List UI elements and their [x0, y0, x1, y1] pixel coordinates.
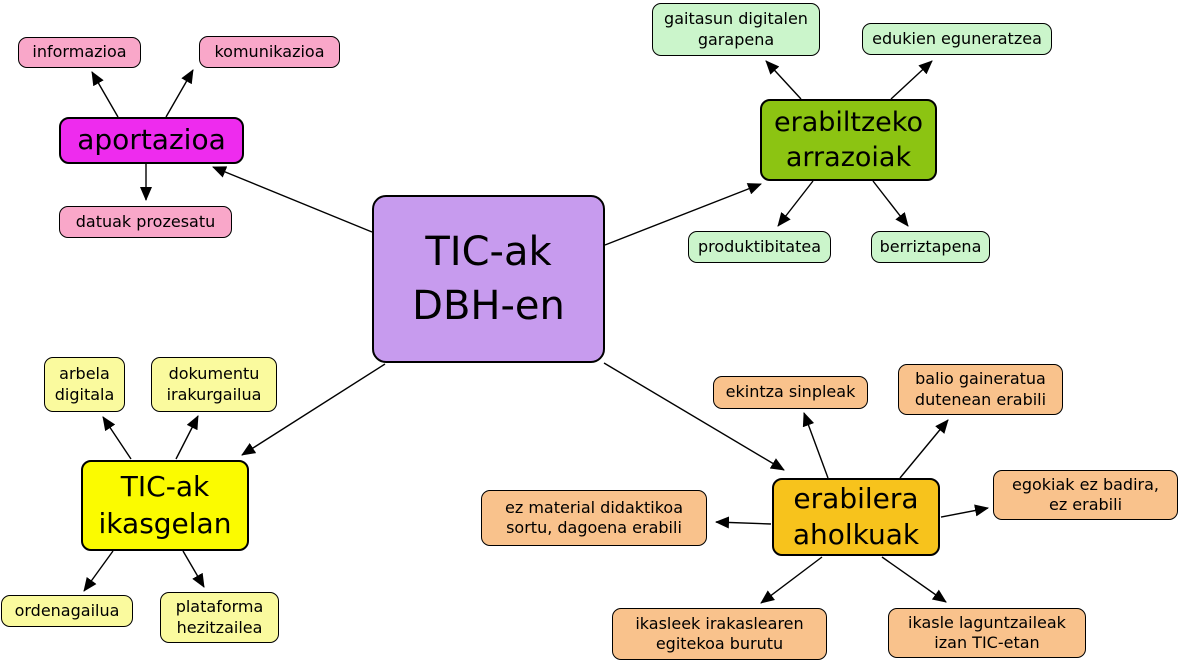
- node-produktibitatea[interactable]: produktibitatea: [688, 231, 831, 263]
- node-erabiltzeko-arrazoiak[interactable]: erabiltzeko arrazoiak: [760, 99, 937, 181]
- node-ekintza-sinpleak[interactable]: ekintza sinpleak: [713, 376, 868, 409]
- node-dokumentu-irakurgailua[interactable]: dokumentu irakurgailua: [151, 357, 277, 412]
- node-ordenagailua[interactable]: ordenagailua: [1, 595, 133, 627]
- node-berriztapena[interactable]: berriztapena: [871, 231, 990, 263]
- node-ez-material-didaktikoa[interactable]: ez material didaktikoa sortu, dagoena er…: [481, 490, 707, 546]
- node-egokiak-ez-badira[interactable]: egokiak ez badira, ez erabili: [993, 470, 1178, 520]
- node-erabilera-aholkuak[interactable]: erabilera aholkuak: [772, 478, 940, 556]
- node-plataforma-hezitzailea[interactable]: plataforma hezitzailea: [160, 592, 279, 643]
- node-informazioa[interactable]: informazioa: [18, 37, 141, 68]
- node-ikasleek-irakaslearen[interactable]: ikasleek irakaslearen egitekoa burutu: [612, 608, 827, 660]
- node-gaitasun-digitalen-garapena[interactable]: gaitasun digitalen garapena: [652, 3, 820, 56]
- node-arbela-digitala[interactable]: arbela digitala: [44, 357, 125, 412]
- node-tic-ak-ikasgelan[interactable]: TIC-ak ikasgelan: [81, 460, 249, 551]
- node-aportazioa[interactable]: aportazioa: [59, 117, 244, 164]
- node-edukien-eguneratzea[interactable]: edukien eguneratzea: [862, 23, 1052, 55]
- node-komunikazioa[interactable]: komunikazioa: [199, 36, 340, 68]
- node-ikasle-laguntzaileak[interactable]: ikasle laguntzaileak izan TIC-etan: [888, 608, 1086, 658]
- node-datuak-prozesatu[interactable]: datuak prozesatu: [59, 206, 232, 238]
- node-balio-gaineratua[interactable]: balio gaineratua dutenean erabili: [898, 364, 1063, 415]
- node-central-tic-ak-dbh-en[interactable]: TIC-ak DBH-en: [372, 195, 605, 363]
